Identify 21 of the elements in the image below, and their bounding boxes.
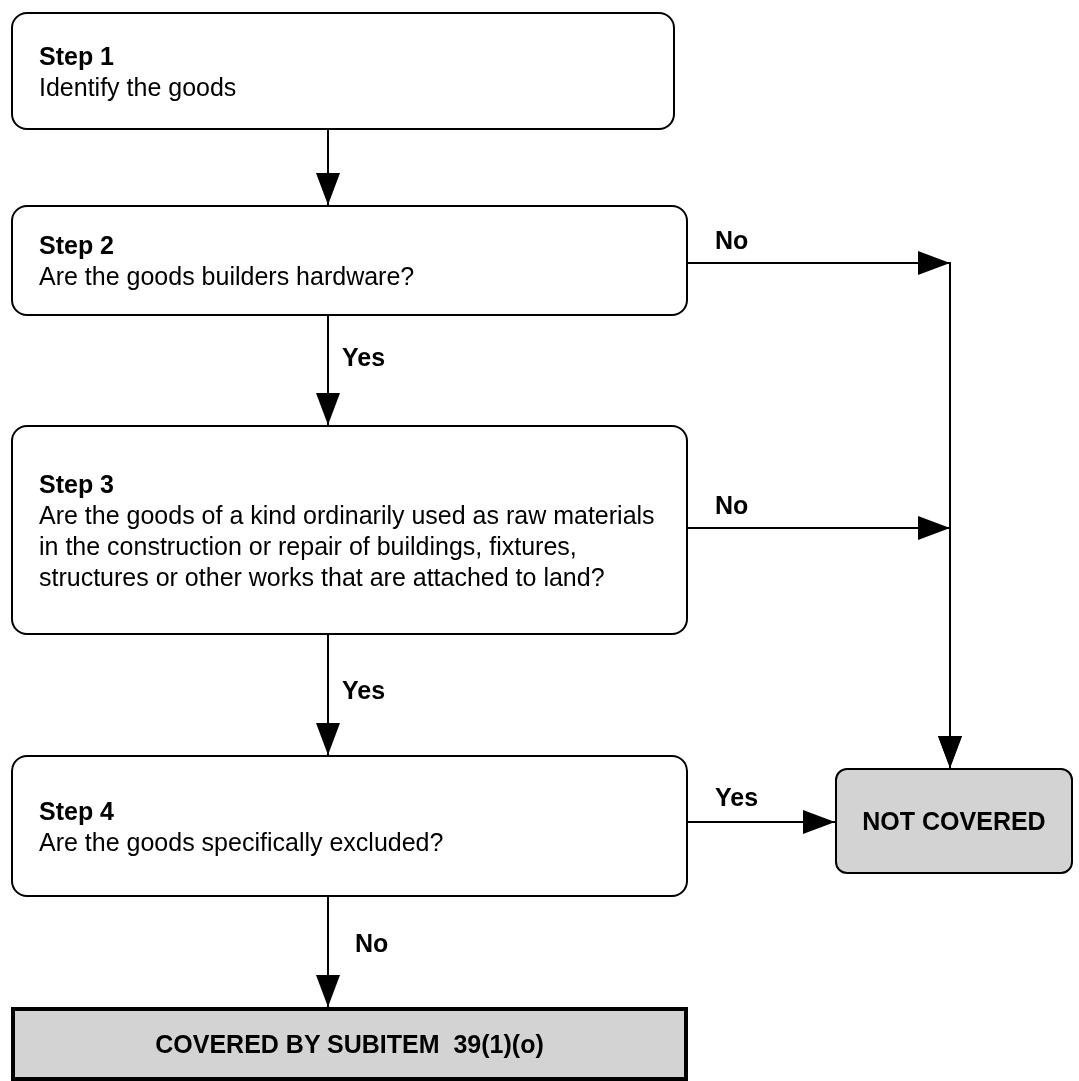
process-box: [11, 425, 688, 635]
arrow: [316, 896, 340, 1008]
step-question: Are the goods of a kind ordinarily used as raw materials in the construction or repair of buildings, fixtures, structures or other works that are attached to land?: [39, 499, 656, 593]
arrow: [316, 634, 340, 756]
outcome-text: NOT COVERED: [862, 806, 1046, 836]
step-heading: Step 1: [39, 40, 116, 72]
outcome-text: COVERED BY SUBITEM 39(1)(o): [155, 1029, 544, 1059]
process-box: [11, 205, 688, 316]
step-heading: Step 4: [39, 795, 116, 827]
arrow: [316, 129, 340, 206]
arrow: [687, 810, 836, 834]
result-box: [11, 1007, 688, 1081]
step-question: Identify the goods: [39, 71, 238, 103]
process-box: [11, 755, 688, 897]
step-heading: Step 2: [39, 230, 116, 261]
outcome-box: [835, 768, 1073, 874]
step-heading: Step 3: [39, 468, 116, 500]
arrow: [316, 315, 340, 426]
step-question: Are the goods builders hardware?: [39, 261, 416, 292]
process-box: [11, 12, 675, 130]
step-question: Are the goods specifically excluded?: [39, 826, 445, 858]
